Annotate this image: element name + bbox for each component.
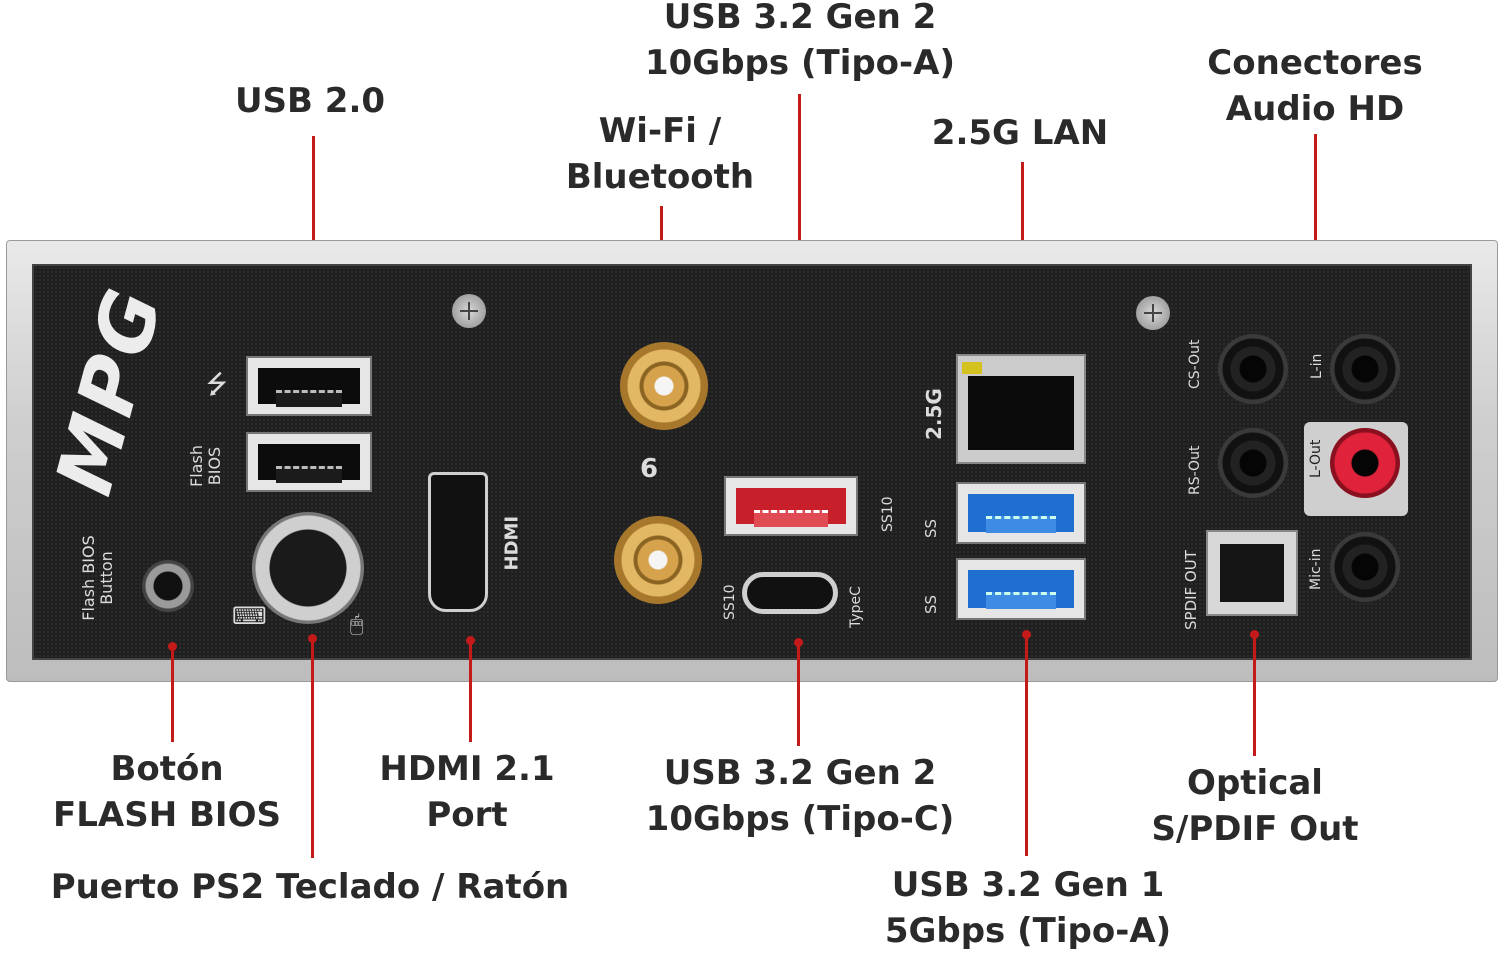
audio-rs-out-jack (1218, 428, 1288, 498)
hdmi-logo: HDMI (501, 515, 523, 571)
usb-icon: ⭍ (206, 370, 228, 400)
ps2-port (252, 512, 364, 624)
wifi-antenna-top (620, 342, 708, 430)
ss10-label-c: SS10 (722, 584, 738, 620)
leader-hdmi (469, 644, 472, 742)
usb32-gen2-typea-port (724, 476, 858, 536)
audio-line-out-jack (1330, 428, 1400, 498)
callout-usb20: USB 2.0 (234, 81, 386, 121)
lan-port (956, 354, 1086, 464)
rs-out-label: RS-Out (1187, 445, 1203, 495)
usb32-gen1-port-bottom (956, 558, 1086, 620)
keyboard-icon: ⌨ (232, 602, 267, 630)
line-in-label: L-in (1309, 353, 1325, 379)
usb32-gen1-port-top (956, 482, 1086, 544)
screw-left (452, 294, 486, 328)
spdif-out-label: SPDIF OUT (1182, 550, 1200, 630)
line-out-label: L-Out (1308, 439, 1324, 478)
callout-lan: 2.5G LAN (931, 113, 1109, 153)
mouse-icon: 🖱 (350, 612, 364, 637)
cs-out-label: CS-Out (1187, 339, 1203, 390)
hdmi-port (428, 472, 488, 612)
leader-flash (171, 650, 174, 742)
audio-line-in-jack (1330, 334, 1400, 404)
audio-cs-out-jack (1218, 334, 1288, 404)
leader-dot-flash (168, 642, 177, 651)
wifi-antenna-bottom (614, 516, 702, 604)
usb-typec-port (742, 572, 838, 614)
wifi6-icon: 6 (640, 454, 659, 484)
ss10-label-a: SS10 (880, 496, 896, 532)
leader-dot-optical (1250, 630, 1259, 639)
leader-audio (1314, 134, 1317, 332)
ss-label-bottom: SS (922, 594, 940, 614)
optical-spdif-port (1206, 530, 1298, 616)
leader-ps2 (311, 642, 314, 858)
mic-in-label: Mic-in (1308, 548, 1324, 590)
leader-optical (1253, 638, 1256, 756)
leader-dot-usb32g1 (1022, 630, 1031, 639)
leader-usb32g1 (1025, 638, 1028, 856)
usb20-port-flash (246, 432, 372, 492)
usb20-port-top (246, 356, 372, 416)
leader-dot-hdmi (466, 636, 475, 645)
leader-dot-ps2 (308, 634, 317, 643)
typec-label: TypeC (848, 586, 864, 628)
lan-speed-label: 2.5G (922, 388, 946, 440)
flash-bios-button (142, 560, 194, 612)
leader-dot-typec (794, 638, 803, 647)
callout-wifi: Wi-Fi /Bluetooth (565, 111, 755, 197)
screw-right (1136, 296, 1170, 330)
leader-typec (797, 646, 800, 746)
ss-label-top: SS (922, 518, 940, 538)
callout-ps2: Puerto PS2 Teclado / Ratón (50, 867, 570, 907)
audio-mic-in-jack (1330, 532, 1400, 602)
